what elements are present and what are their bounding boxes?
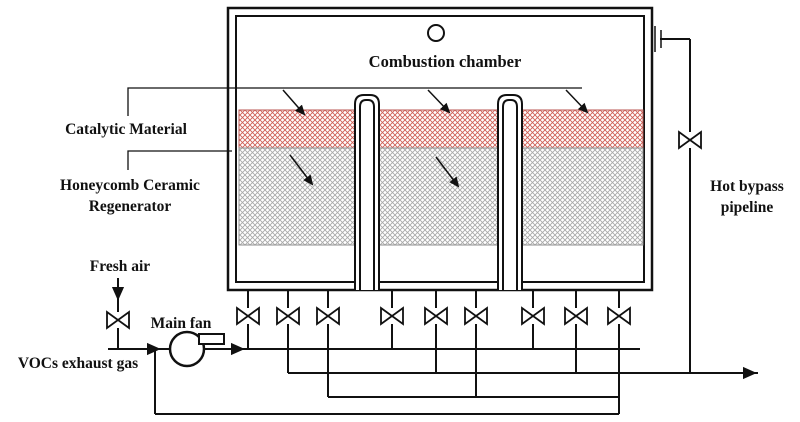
partition-wall-inner bbox=[502, 99, 518, 290]
catalyst-pointer-arrow bbox=[565, 89, 589, 114]
catalyst-pointer-arrow bbox=[427, 89, 451, 114]
valve-icon bbox=[236, 307, 260, 325]
partition-wall-inner bbox=[359, 99, 375, 290]
main-fan-label: Main fan bbox=[151, 315, 212, 332]
bypass-valve-icon bbox=[678, 131, 702, 149]
fan-icon bbox=[168, 330, 206, 368]
valve-icon bbox=[316, 307, 340, 325]
catalyst-bed bbox=[521, 109, 644, 149]
valve-icon bbox=[380, 307, 404, 325]
valve-icon bbox=[464, 307, 488, 325]
valve-to-inlet-pipes bbox=[247, 324, 534, 349]
fresh-air-label: Fresh air bbox=[90, 258, 151, 275]
fresh-air-inlet: Fresh air bbox=[90, 258, 151, 349]
main-fan: Main fan bbox=[151, 315, 225, 368]
valve-to-outlet-pipes bbox=[287, 324, 577, 373]
honeycomb-ceramic-label-line1: Honeycomb Ceramic bbox=[60, 177, 200, 194]
regenerator-bed bbox=[378, 147, 499, 246]
regenerator-pointer-arrow bbox=[289, 154, 314, 186]
catalytic-material-annotation: Catalytic Material bbox=[65, 87, 589, 138]
partition-walls bbox=[354, 94, 523, 290]
valve-to-purge-pipes bbox=[327, 324, 620, 414]
regenerator-beds bbox=[238, 147, 644, 246]
catalyst-bed bbox=[238, 109, 356, 149]
manifold-piping bbox=[154, 290, 758, 415]
catalyst-pointer-arrow bbox=[282, 89, 306, 116]
valve-icon bbox=[521, 307, 545, 325]
valve-icon bbox=[276, 307, 300, 325]
catalytic-material-label: Catalytic Material bbox=[65, 121, 187, 138]
combustion-chamber-label: Combustion chamber bbox=[369, 52, 522, 71]
fresh-air-valve-icon bbox=[106, 311, 130, 329]
catalyst-beds bbox=[238, 109, 644, 149]
regenerator-pointer-arrow bbox=[435, 156, 460, 188]
hot-bypass: Hot bypass pipeline bbox=[654, 26, 784, 373]
vocs-inlet: VOCs exhaust gas bbox=[18, 342, 172, 372]
bed-outlet-stub-pipes bbox=[247, 290, 620, 308]
regenerator-annotation: Honeycomb Ceramic Regenerator bbox=[60, 150, 460, 215]
regenerator-leader-line bbox=[127, 150, 232, 170]
valve-icon bbox=[607, 307, 631, 325]
valve-icon bbox=[564, 307, 588, 325]
hot-bypass-label-line2: pipeline bbox=[721, 199, 774, 216]
regenerator-bed bbox=[238, 147, 356, 246]
honeycomb-ceramic-label-line2: Regenerator bbox=[89, 198, 172, 215]
catalyst-bed bbox=[378, 109, 499, 149]
fan-outlet-duct bbox=[198, 333, 225, 345]
burner-port-icon bbox=[427, 24, 445, 42]
vocs-exhaust-gas-label: VOCs exhaust gas bbox=[18, 355, 138, 372]
bypass-pipe bbox=[660, 38, 691, 373]
hot-bypass-label-line1: Hot bypass bbox=[710, 178, 784, 195]
valve-icon bbox=[424, 307, 448, 325]
regenerator-bed bbox=[521, 147, 644, 246]
catalytic-leader-line bbox=[127, 87, 582, 116]
bed-valves bbox=[236, 307, 631, 325]
